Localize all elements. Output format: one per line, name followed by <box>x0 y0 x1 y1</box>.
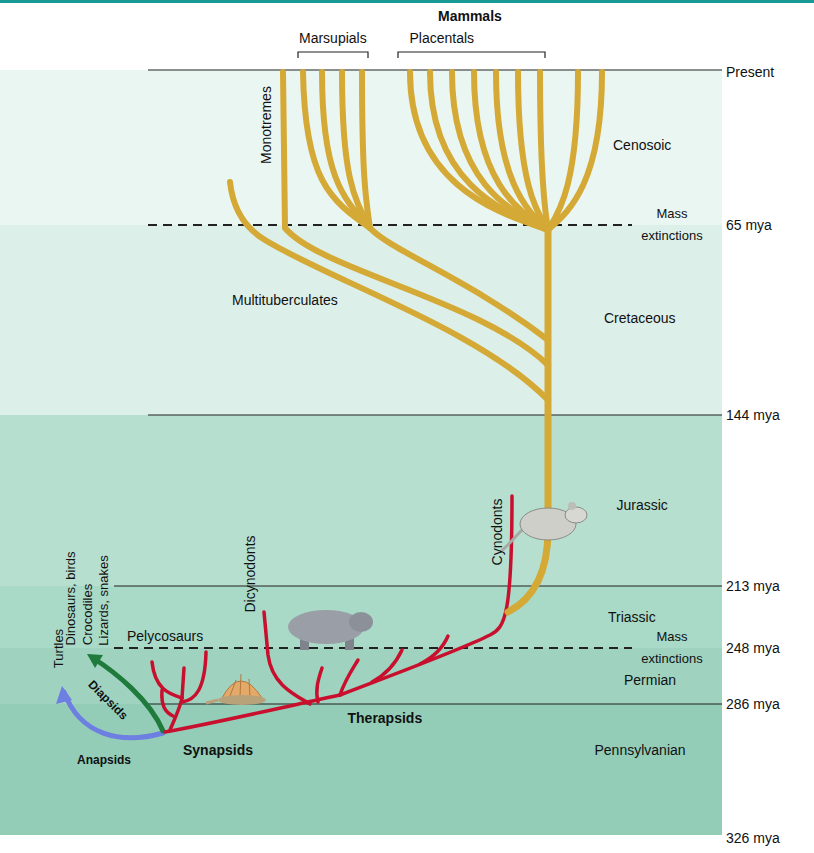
dicynodont-figure <box>288 610 373 650</box>
tree-branch <box>540 72 548 230</box>
tree-branch <box>420 636 448 664</box>
mammal-tree <box>230 72 602 612</box>
tree-branch <box>548 72 602 230</box>
tree-branch <box>322 72 370 228</box>
arrow-head <box>56 686 72 704</box>
tree-branch <box>342 72 370 228</box>
time-line <box>148 69 722 70</box>
tree-branch <box>182 652 206 702</box>
tree-branch <box>362 72 370 228</box>
tree-branch <box>430 72 548 230</box>
extinction-line <box>148 224 632 226</box>
tree-branch <box>410 72 548 230</box>
taxon-label: Dinosaurs, birds <box>63 551 78 645</box>
date-label: 65 mya <box>726 217 772 233</box>
taxon-label: Pelycosaurs <box>127 628 203 644</box>
period-name: Cenosoic <box>613 137 671 153</box>
pelycosaur-figure <box>206 674 266 705</box>
taxon-label: Cynodonts <box>489 499 505 566</box>
period-name: Permian <box>624 672 676 688</box>
taxon-label: Lizards, snakes <box>96 555 111 645</box>
head <box>349 612 373 632</box>
clade-label: Diapsids <box>85 677 130 722</box>
tree-branch <box>152 662 182 698</box>
synapsid-tree <box>152 496 512 732</box>
tree-branch <box>508 228 548 612</box>
date-label: 144 mya <box>726 407 780 423</box>
tree-branch <box>303 72 370 228</box>
arrows <box>56 654 163 738</box>
group-title: Mammals <box>438 8 502 24</box>
top-rule <box>0 0 814 3</box>
period-name: Triassic <box>608 609 656 625</box>
taxon-label: Multituberculates <box>232 292 338 308</box>
time-lines <box>114 52 722 704</box>
tree-branch <box>370 228 548 340</box>
date-label: 248 mya <box>726 640 780 656</box>
date-label: 213 mya <box>726 578 780 594</box>
clade-label: Therapsids <box>348 710 423 726</box>
arrow-head <box>87 654 103 668</box>
tree-branch <box>283 72 548 365</box>
clade-label: Anapsids <box>77 753 131 767</box>
sail-spines <box>230 674 250 697</box>
period-name: Cretaceous <box>604 310 676 326</box>
tree-branch <box>372 650 402 682</box>
tree-branch <box>317 668 322 702</box>
taxon-label: Dicynodonts <box>241 535 257 612</box>
tree-branch <box>518 72 548 230</box>
group-label: Placentals <box>410 30 475 46</box>
body <box>218 695 266 705</box>
date-label: 326 mya <box>726 830 780 846</box>
period-name: Jurassic <box>617 497 668 513</box>
head <box>565 507 587 523</box>
extinction-line <box>114 647 632 649</box>
group-label: Marsupials <box>299 30 367 46</box>
date-label: 286 mya <box>726 696 780 712</box>
time-line <box>114 585 722 586</box>
tree-branch <box>452 72 548 230</box>
bracket <box>398 52 545 58</box>
taxon-label: Crocodiles <box>80 584 95 645</box>
taxon-label: Monotremes <box>258 86 274 164</box>
tree-branch <box>182 668 184 698</box>
time-line <box>148 414 722 415</box>
period-name: Pennsylvanian <box>595 742 686 758</box>
period-band: Cretaceous <box>0 225 722 415</box>
bracket <box>298 52 368 58</box>
clade-label: Synapsids <box>183 742 253 758</box>
ear <box>568 502 576 510</box>
tail <box>206 700 218 703</box>
event-label: Mass extinctions <box>631 203 713 247</box>
tree-branch <box>340 660 358 695</box>
tree-branch <box>340 496 512 695</box>
tree-branch <box>474 72 548 230</box>
event-label: Mass extinctions <box>631 626 713 670</box>
tree-branch <box>496 72 548 230</box>
cynodont-figure <box>500 502 587 552</box>
date-label: Present <box>726 64 774 80</box>
taxon-label: Turtles <box>51 629 66 668</box>
tree-branch <box>162 690 173 716</box>
